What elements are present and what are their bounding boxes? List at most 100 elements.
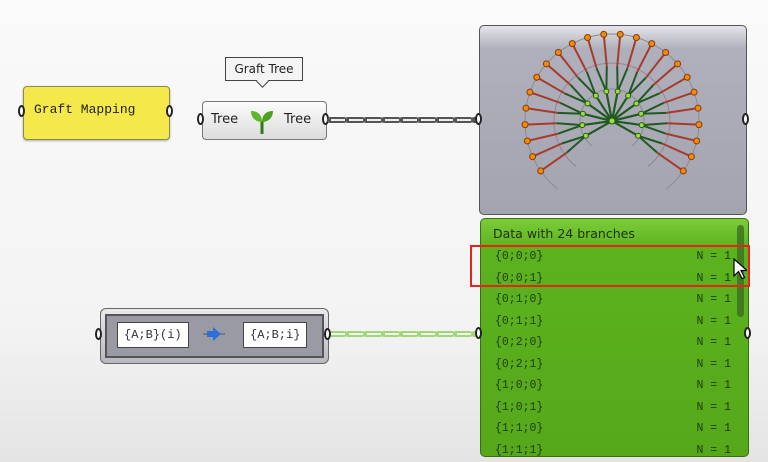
branch-count: N = 1 xyxy=(696,293,731,306)
branch-row: {0;0;0} N = 1 xyxy=(495,250,731,263)
branch-row: {1;1;0} N = 1 xyxy=(495,422,731,435)
branch-red xyxy=(652,63,679,86)
branch-red xyxy=(571,43,588,73)
output-grip[interactable] xyxy=(744,327,751,339)
highlight-box xyxy=(470,245,750,287)
branch-count: N = 1 xyxy=(696,422,731,435)
leaf-node xyxy=(584,33,592,41)
branch-count: N = 1 xyxy=(696,336,731,349)
branch-node xyxy=(592,92,599,99)
output-label: Tree xyxy=(284,112,312,127)
branch-row: {0;2;1} N = 1 xyxy=(495,358,731,371)
input-grip[interactable] xyxy=(18,105,25,117)
tree-preview-panel[interactable] xyxy=(479,25,747,215)
branch-red xyxy=(602,34,608,67)
branch-node xyxy=(638,122,645,129)
branch-path: {1;1;0} xyxy=(495,422,544,435)
tree-graphic xyxy=(521,30,703,190)
branch-node xyxy=(579,110,586,117)
leaf-node xyxy=(690,88,698,96)
source-path-field[interactable]: {A;B}(i) xyxy=(117,322,189,348)
branch-green xyxy=(611,92,660,122)
arrow-right-icon xyxy=(203,327,225,341)
graft-mapping-panel[interactable]: Graft Mapping xyxy=(23,86,170,140)
branch-red xyxy=(636,43,653,73)
branch-count: N = 1 xyxy=(696,250,731,263)
branch-count: N = 1 xyxy=(696,379,731,392)
branch-row: {0;1;1}N = 1 xyxy=(495,315,731,328)
branch-red xyxy=(525,122,558,126)
branch-node xyxy=(603,88,610,95)
leaf-node xyxy=(616,30,624,38)
branch-node xyxy=(635,132,642,139)
panel-text: Graft Mapping xyxy=(34,102,136,117)
branch-row: {0;2;0} N = 1 xyxy=(495,336,731,349)
branch-red xyxy=(529,91,561,104)
branch-row: {1;0;0}N = 1 xyxy=(495,379,731,392)
branch-red xyxy=(656,151,684,172)
branch-row: {1;1;1}N = 1 xyxy=(495,444,731,457)
leaf-node xyxy=(523,137,531,145)
branch-red xyxy=(557,51,579,79)
leaf-node xyxy=(526,88,534,96)
branch-green xyxy=(611,120,658,154)
branch-red xyxy=(540,151,568,172)
branch-path: {0;2;1} xyxy=(495,357,544,371)
leaf-node xyxy=(674,60,682,68)
input-grip[interactable] xyxy=(475,327,482,339)
branch-path: {0;0;1} xyxy=(495,271,544,285)
branch-red xyxy=(616,34,622,67)
panel-header: Data with 24 branches xyxy=(493,226,635,241)
leaf-node xyxy=(693,137,701,145)
input-grip[interactable] xyxy=(197,113,204,125)
graft-tree-component[interactable]: Tree Tree xyxy=(202,101,327,140)
leaf-node xyxy=(521,121,529,129)
branch-row: {0;1;0}N = 1 xyxy=(495,293,731,306)
leaf-node xyxy=(662,48,670,56)
output-grip[interactable] xyxy=(324,328,331,340)
output-grip[interactable] xyxy=(166,105,173,117)
input-grip[interactable] xyxy=(475,113,482,125)
branch-red xyxy=(525,107,558,114)
branch-node xyxy=(638,110,645,117)
branch-red xyxy=(659,76,688,95)
leaf-node xyxy=(679,167,687,175)
leaf-node xyxy=(537,167,545,175)
branch-count: N = 1 xyxy=(696,271,731,285)
branch-red xyxy=(666,107,699,114)
root-node xyxy=(608,117,616,125)
sprout-icon xyxy=(251,111,273,134)
target-path-field[interactable]: {A;B;i} xyxy=(243,322,308,348)
branch-red xyxy=(532,142,563,158)
cursor-icon xyxy=(733,258,747,280)
branch-node xyxy=(579,122,586,129)
branch-red xyxy=(666,122,699,126)
branch-count: N = 1 xyxy=(696,314,731,328)
branch-node xyxy=(633,100,640,107)
branch-red xyxy=(626,37,638,69)
branch-count: N = 1 xyxy=(696,357,731,371)
branch-path: {0;2;0} xyxy=(495,336,544,349)
branch-row: {0;0;1} N = 1 xyxy=(495,272,731,285)
input-grip[interactable] xyxy=(95,328,102,340)
relative-path-component[interactable]: {A;B}(i) {A;B;i} xyxy=(100,308,329,364)
leaf-node xyxy=(687,153,695,161)
branch-node xyxy=(625,92,632,99)
branch-green xyxy=(611,67,629,122)
leaf-node xyxy=(542,60,550,68)
leaf-node xyxy=(683,73,691,81)
leaf-node xyxy=(648,40,656,48)
input-label: Tree xyxy=(211,112,239,127)
branch-green xyxy=(611,120,666,135)
branch-red xyxy=(645,51,667,79)
tooltip: Graft Tree xyxy=(225,57,303,81)
branch-red xyxy=(586,37,598,69)
branch-path: {0;0;0} xyxy=(495,250,544,263)
leaf-node xyxy=(600,30,608,38)
branch-count: N = 1 xyxy=(696,400,731,414)
branch-red xyxy=(665,132,697,142)
output-grip[interactable] xyxy=(742,113,749,125)
branch-node xyxy=(582,132,589,139)
branch-path: {1;0;1} xyxy=(495,400,544,414)
